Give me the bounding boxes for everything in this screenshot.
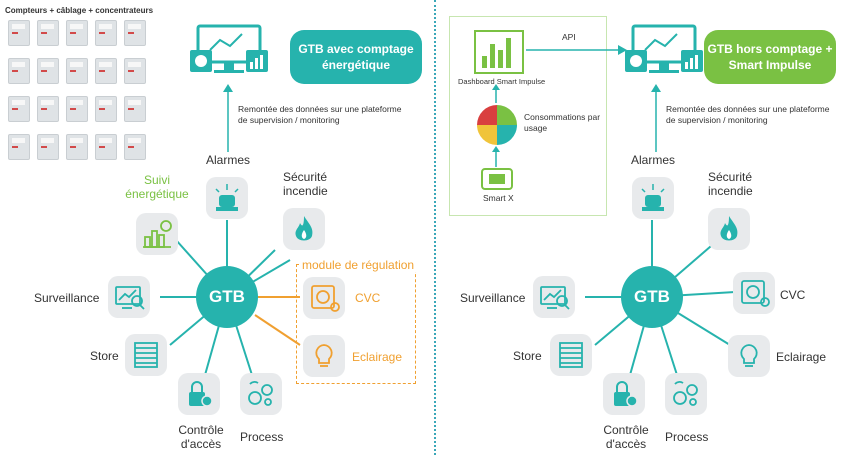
label-process: Process: [665, 430, 709, 444]
lightbulb-icon: [740, 344, 758, 367]
monitor-dashboard-icon: [625, 24, 703, 73]
arrow-up-dashboard: [492, 84, 500, 103]
label-cvc-left: CVC: [355, 291, 381, 305]
upload-text: Remontée des données sur une plateforme …: [666, 104, 830, 125]
tile-eclairage-right: [728, 335, 770, 377]
tile-suivi: [136, 213, 178, 255]
tile-store: [550, 334, 592, 376]
label-surveillance: Surveillance: [460, 291, 526, 305]
upload-text: Remontée des données sur une plateforme …: [238, 104, 402, 125]
label-controle: Contrôle d'accès: [178, 423, 224, 451]
module-title: module de régulation: [300, 258, 417, 272]
tile-store: [125, 334, 167, 376]
surveillance-icon: [540, 286, 570, 310]
blinds-icon: [134, 342, 158, 368]
gtb-avec-comptage-box: GTB avec comptage énergétique: [290, 30, 422, 84]
api-label: API: [562, 32, 576, 42]
lightbulb-icon: [315, 344, 333, 367]
conso-label: Consommations par usage: [524, 112, 601, 133]
api-arrow: [526, 45, 627, 55]
surveillance-icon: [115, 286, 145, 310]
alarm-siren-icon: [215, 184, 239, 211]
upload-arrow: [651, 84, 661, 152]
gtb-hub: GTB: [196, 266, 258, 328]
label-eclairage-right: Eclairage: [776, 350, 827, 364]
tile-securite: [283, 208, 325, 250]
label-alarmes: Alarmes: [631, 153, 676, 167]
smart-meter-icon: [481, 168, 513, 190]
bar-chart-icon: [474, 30, 524, 74]
gtb-hors-comptage-box: GTB hors comptage + Smart Impulse: [704, 30, 836, 84]
flame-icon: [720, 216, 738, 241]
alarm-siren-icon: [641, 184, 665, 211]
label-cvc-right: CVC: [780, 288, 806, 302]
process-gears-icon: [673, 381, 698, 406]
label-alarmes: Alarmes: [206, 153, 251, 167]
meter-grid: [8, 20, 158, 170]
tile-securite: [708, 208, 750, 250]
tile-cvc-left: [303, 277, 345, 319]
meters-title: Compteurs + câblage + concentrateurs: [5, 6, 154, 15]
access-lock-icon: [189, 381, 213, 407]
smartx-label: Smart X: [483, 193, 514, 203]
panel-divider: [434, 0, 436, 455]
hvac-fan-icon: [311, 285, 340, 312]
label-store: Store: [90, 349, 119, 363]
upload-arrow: [223, 84, 233, 152]
label-controle: Contrôle d'accès: [603, 423, 649, 451]
tile-process: [665, 373, 707, 415]
tile-alarmes: [632, 177, 674, 219]
access-lock-icon: [614, 381, 638, 407]
label-process: Process: [240, 430, 284, 444]
tile-cvc-right: [733, 272, 775, 314]
tile-eclairage-left: [303, 335, 345, 377]
tile-alarmes: [206, 177, 248, 219]
tile-controle: [603, 373, 645, 415]
label-suivi: Suivi énergétique: [125, 173, 189, 201]
tile-controle: [178, 373, 220, 415]
pie-chart-icon: [477, 105, 517, 145]
blinds-icon: [559, 342, 583, 368]
process-gears-icon: [248, 381, 273, 406]
monitor-dashboard-icon: [190, 24, 268, 73]
label-store: Store: [513, 349, 542, 363]
label-surveillance: Surveillance: [34, 291, 100, 305]
tile-surveillance: [108, 276, 150, 318]
hvac-fan-icon: [741, 280, 770, 307]
tile-process: [240, 373, 282, 415]
label-securite: Sécurité incendie: [708, 170, 753, 198]
flame-icon: [295, 216, 313, 241]
label-securite: Sécurité incendie: [283, 170, 328, 198]
energy-chart-icon: [143, 220, 172, 248]
smart-impulse-box: [449, 16, 607, 216]
gtb-hub: GTB: [621, 266, 683, 328]
dashboard-label: Dashboard Smart Impulse: [458, 77, 546, 86]
label-eclairage-left: Eclairage: [352, 350, 403, 364]
arrow-up-smartx: [492, 146, 500, 167]
tile-surveillance: [533, 276, 575, 318]
